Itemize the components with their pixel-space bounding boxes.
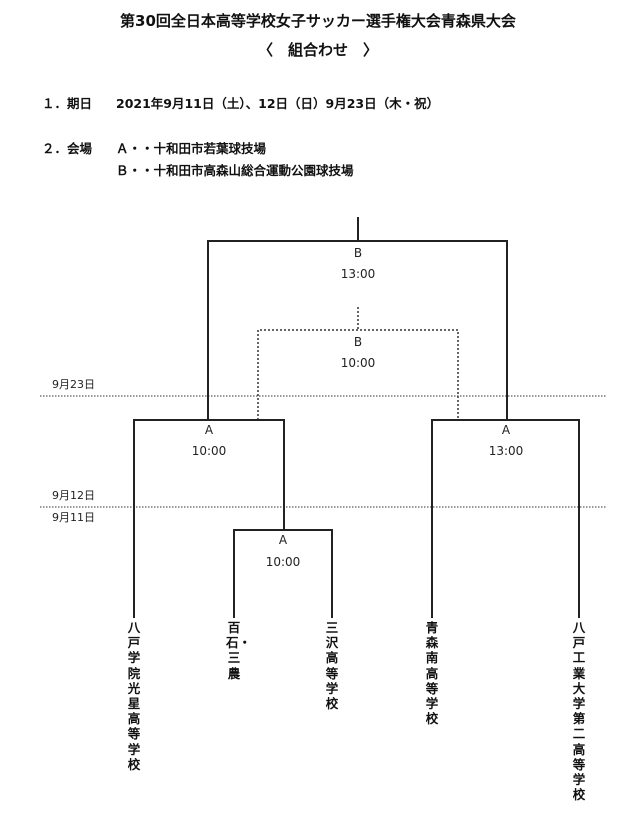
semifinal-bracket-lines bbox=[133, 419, 580, 618]
semi-left-time: 10:00 bbox=[192, 444, 227, 458]
final-venue: B bbox=[354, 246, 362, 260]
final-bracket-lines bbox=[207, 217, 508, 420]
tournament-title: 第30回全日本高等学校女子サッカー選手権大会青森県大会 bbox=[120, 12, 516, 30]
semi-right-time: 13:00 bbox=[489, 444, 524, 458]
date-label-sep23: 9月23日 bbox=[52, 378, 95, 391]
team-name: 百石・三農 bbox=[226, 620, 252, 681]
team-name: 八戸学院光星高等学校 bbox=[127, 620, 141, 772]
first-round-time: 10:00 bbox=[266, 555, 301, 569]
bracket-subtitle: 〈 組合わせ 〉 bbox=[257, 41, 378, 59]
date-label-sep11: 9月11日 bbox=[52, 511, 95, 524]
team-name: 三沢高等学校 bbox=[325, 620, 339, 712]
semi-left-venue: A bbox=[205, 423, 214, 437]
dates-value: 2021年9月11日（土）、12日（日）9月23日（木・祝） bbox=[116, 96, 440, 111]
venue-label: ２．会場 bbox=[42, 141, 93, 156]
first-round-venue: A bbox=[279, 533, 288, 547]
dates-label: １．期日 bbox=[42, 96, 93, 111]
semi-right-venue: A bbox=[502, 423, 511, 437]
team-name: 青森南高等学校 bbox=[425, 620, 439, 727]
third-place-venue: B bbox=[354, 335, 362, 349]
venue-a: Ａ・・十和田市若葉球技場 bbox=[116, 141, 267, 156]
third-place-time: 10:00 bbox=[341, 356, 376, 370]
final-time: 13:00 bbox=[341, 267, 376, 281]
date-label-sep12: 9月12日 bbox=[52, 489, 95, 502]
third-place-bracket-lines bbox=[257, 307, 459, 420]
team-name: 八戸工業大学第二高等学校 bbox=[572, 620, 586, 803]
venue-b: Ｂ・・十和田市高森山総合運動公園球技場 bbox=[116, 163, 354, 178]
